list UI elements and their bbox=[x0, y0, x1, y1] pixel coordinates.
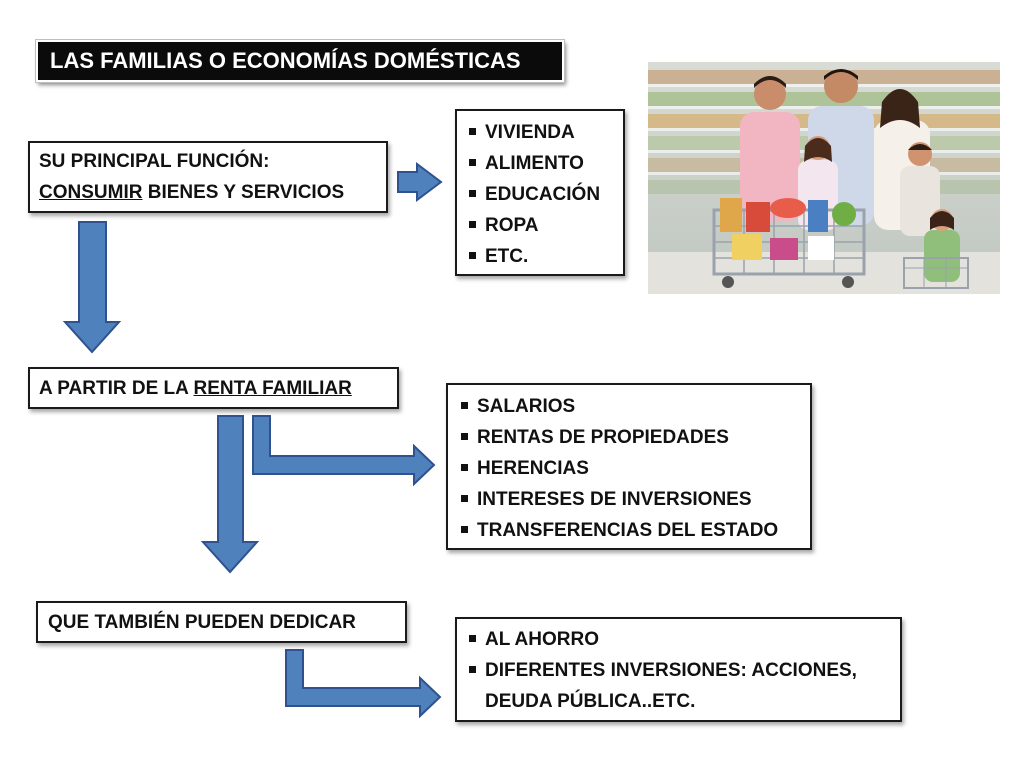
list-item: VIVIENDA bbox=[467, 117, 623, 148]
list-item: TRANSFERENCIAS DEL ESTADO bbox=[459, 515, 810, 546]
investments-line1: DIFERENTES INVERSIONES: ACCIONES, bbox=[485, 660, 857, 681]
family-photo-illustration bbox=[648, 62, 1000, 294]
list-item: AL AHORRO bbox=[467, 624, 900, 655]
arrow-down-to-also-dedicate bbox=[200, 415, 260, 574]
arrow-down-to-family-income bbox=[62, 221, 122, 354]
main-function-line1: SU PRINCIPAL FUNCIÓN: bbox=[39, 151, 270, 172]
list-item: DIFERENTES INVERSIONES: ACCIONES, DEUDA … bbox=[467, 655, 900, 717]
also-dedicate-box: QUE TAMBIÉN PUEDEN DEDICAR bbox=[36, 601, 407, 643]
family-shopping-photo bbox=[648, 62, 1000, 294]
list-item: INTERESES DE INVERSIONES bbox=[459, 484, 810, 515]
list-item: ALIMENTO bbox=[467, 148, 623, 179]
list-item: ROPA bbox=[467, 210, 623, 241]
also-dedicate-label: QUE TAMBIÉN PUEDEN DEDICAR bbox=[48, 612, 356, 633]
savings-investments-box: AL AHORRO DIFERENTES INVERSIONES: ACCION… bbox=[455, 617, 902, 722]
list-item: SALARIOS bbox=[459, 391, 810, 422]
diagram-title: LAS FAMILIAS O ECONOMÍAS DOMÉSTICAS bbox=[35, 39, 565, 83]
list-item: EDUCACIÓN bbox=[467, 179, 623, 210]
list-item: HERENCIAS bbox=[459, 453, 810, 484]
list-item: ETC. bbox=[467, 241, 623, 272]
savings-investments-list: AL AHORRO DIFERENTES INVERSIONES: ACCION… bbox=[467, 624, 900, 717]
consume-rest: BIENES Y SERVICIOS bbox=[142, 182, 345, 203]
investments-line2: DEUDA PÚBLICA..ETC. bbox=[485, 691, 696, 712]
main-function-box: SU PRINCIPAL FUNCIÓN: CONSUMIR BIENES Y … bbox=[28, 141, 388, 213]
main-function-line2: CONSUMIR BIENES Y SERVICIOS bbox=[39, 177, 386, 208]
family-income-prefix: A PARTIR DE LA bbox=[39, 378, 194, 399]
family-income-keyword: RENTA FAMILIAR bbox=[193, 378, 352, 399]
arrow-right-to-consumption-list bbox=[397, 162, 443, 202]
consume-keyword: CONSUMIR bbox=[39, 182, 143, 203]
family-income-box: A PARTIR DE LA RENTA FAMILIAR bbox=[28, 367, 399, 409]
arrow-bent-to-savings-list bbox=[285, 649, 442, 719]
list-item: RENTAS DE PROPIEDADES bbox=[459, 422, 810, 453]
arrow-bent-to-income-sources bbox=[252, 415, 436, 487]
